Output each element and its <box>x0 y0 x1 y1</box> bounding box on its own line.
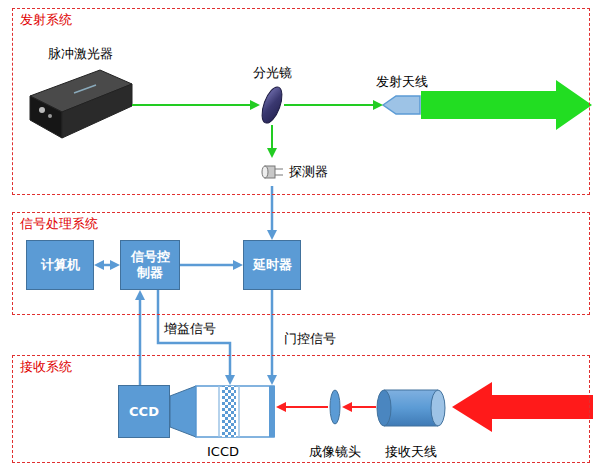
signal-connector <box>158 290 230 379</box>
device-label: 接收天线 <box>385 444 437 460</box>
device-node: 接收天线 <box>376 388 446 428</box>
device-label: 成像镜头 <box>309 444 361 460</box>
device-label: 探测器 <box>289 164 328 180</box>
device-node: 发射天线 <box>383 94 420 116</box>
signal-connector <box>271 290 274 379</box>
device-label: 发射天线 <box>376 74 428 90</box>
incoming-echo-arrow <box>452 382 593 432</box>
process-box: 延时器 <box>243 240 301 290</box>
signal-name: 门控信号 <box>282 331 338 347</box>
signal-connector <box>139 296 142 385</box>
iccd-illustration <box>170 386 275 437</box>
device-node: ICCD <box>170 385 276 438</box>
photodetector-illustration <box>262 166 283 178</box>
device-node: 分光镜 <box>260 85 284 125</box>
signal-name: 增益信号 <box>162 321 218 337</box>
signal-connector <box>132 104 254 106</box>
imaging-lens-illustration <box>330 390 340 424</box>
box-label: 延时器 <box>253 257 292 273</box>
signal-connector <box>271 125 273 152</box>
box-label: 信号控制器 <box>129 249 171 281</box>
beam-splitter-illustration <box>258 84 286 125</box>
signal-connector <box>348 406 376 408</box>
device-node: 成像镜头 <box>328 388 342 426</box>
device-node: 探测器 <box>259 158 285 186</box>
box-label: 计算机 <box>41 257 80 273</box>
panel-title: 信号处理系统 <box>20 216 98 232</box>
receive-antenna-illustration <box>377 390 445 426</box>
device-label: ICCD <box>207 444 239 460</box>
connector-group <box>100 105 377 407</box>
signal-connector <box>284 104 377 106</box>
signal-connector <box>180 264 237 267</box>
system-panel: 发射系统脉冲激光器分光镜发射天线探测器 <box>12 8 590 195</box>
pulse-laser-illustration <box>30 70 132 138</box>
device-node: 脉冲激光器 <box>28 66 132 142</box>
system-panel: 信号处理系统计算机 信号控制器 延时器 <box>12 212 590 315</box>
panel-title: 发射系统 <box>20 12 72 28</box>
box-label: CCD <box>129 404 159 420</box>
transmit-antenna-illustration <box>383 96 420 114</box>
device-label: 分光镜 <box>253 65 292 81</box>
process-box: 信号控制器 <box>120 240 180 290</box>
signal-connector <box>282 406 328 408</box>
panel-title: 接收系统 <box>20 359 72 375</box>
signal-connector <box>271 186 274 234</box>
process-box: 计算机 <box>26 240 94 290</box>
outgoing-beam-arrow <box>421 80 592 130</box>
device-label: 脉冲激光器 <box>48 46 113 62</box>
system-panel: 接收系统CCDICCD成像镜头接收天线 <box>12 355 590 463</box>
process-box: CCD <box>118 385 170 438</box>
signal-connector <box>100 264 114 267</box>
